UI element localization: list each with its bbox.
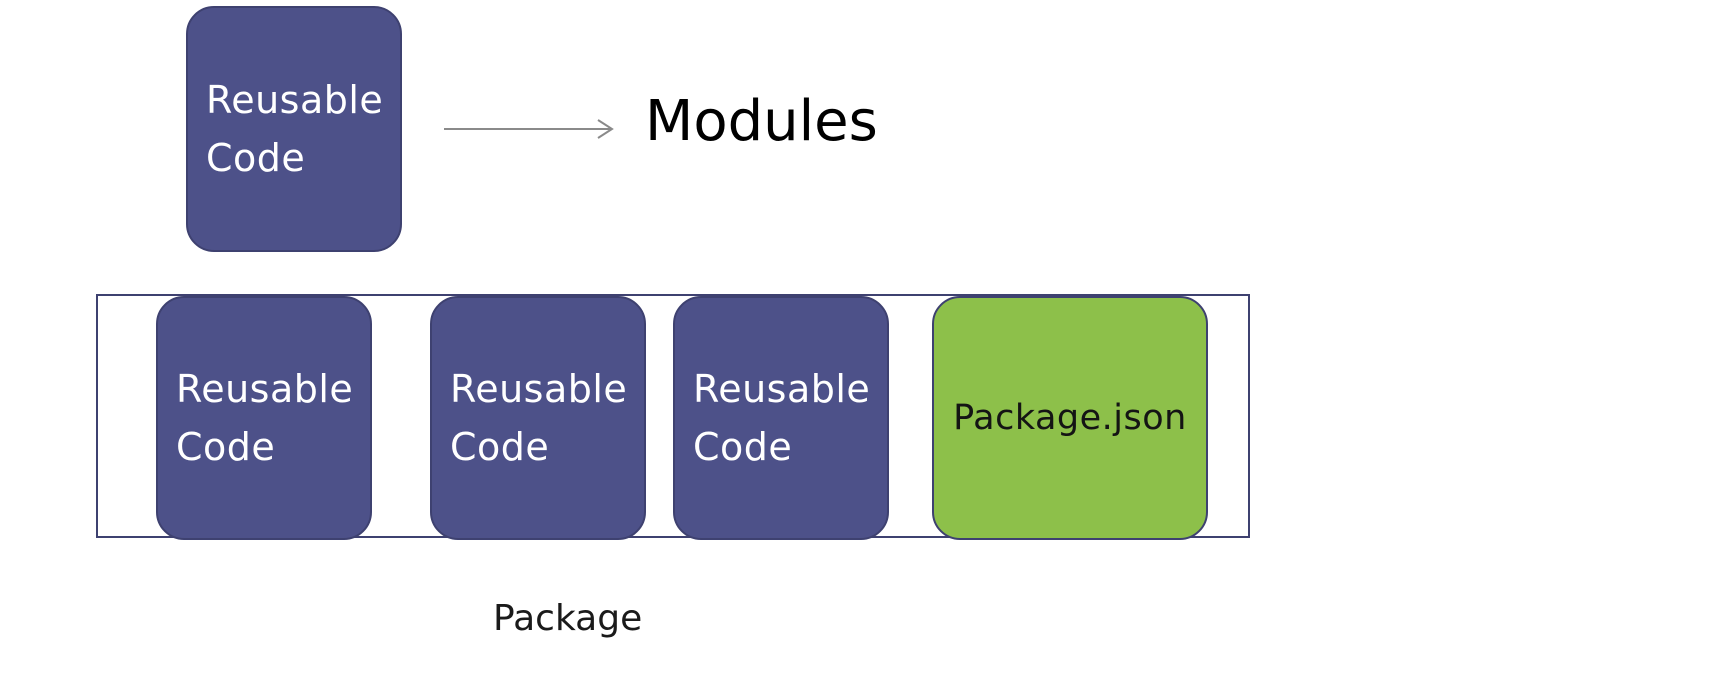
package-box-2-line-2: Code bbox=[450, 425, 550, 469]
top-box-line-1: Reusable bbox=[206, 78, 384, 122]
package-box-1-line-1: Reusable bbox=[176, 367, 354, 411]
package-caption: Package bbox=[493, 598, 643, 639]
package-reusable-code-box-1: Reusable Code bbox=[156, 296, 372, 540]
right-arrow-icon bbox=[444, 119, 614, 139]
package-box-3-line-2: Code bbox=[693, 425, 793, 469]
package-json-box: Package.json bbox=[932, 296, 1208, 540]
package-box-3-line-1: Reusable bbox=[693, 367, 871, 411]
top-box-line-2: Code bbox=[206, 136, 306, 180]
package-reusable-code-box-2: Reusable Code bbox=[430, 296, 646, 540]
package-box-2-line-1: Reusable bbox=[450, 367, 628, 411]
top-reusable-code-box: Reusable Code bbox=[186, 6, 402, 252]
package-json-label: Package.json bbox=[953, 398, 1187, 438]
package-reusable-code-box-3: Reusable Code bbox=[673, 296, 889, 540]
package-box-1-line-2: Code bbox=[176, 425, 276, 469]
modules-label: Modules bbox=[645, 89, 878, 154]
